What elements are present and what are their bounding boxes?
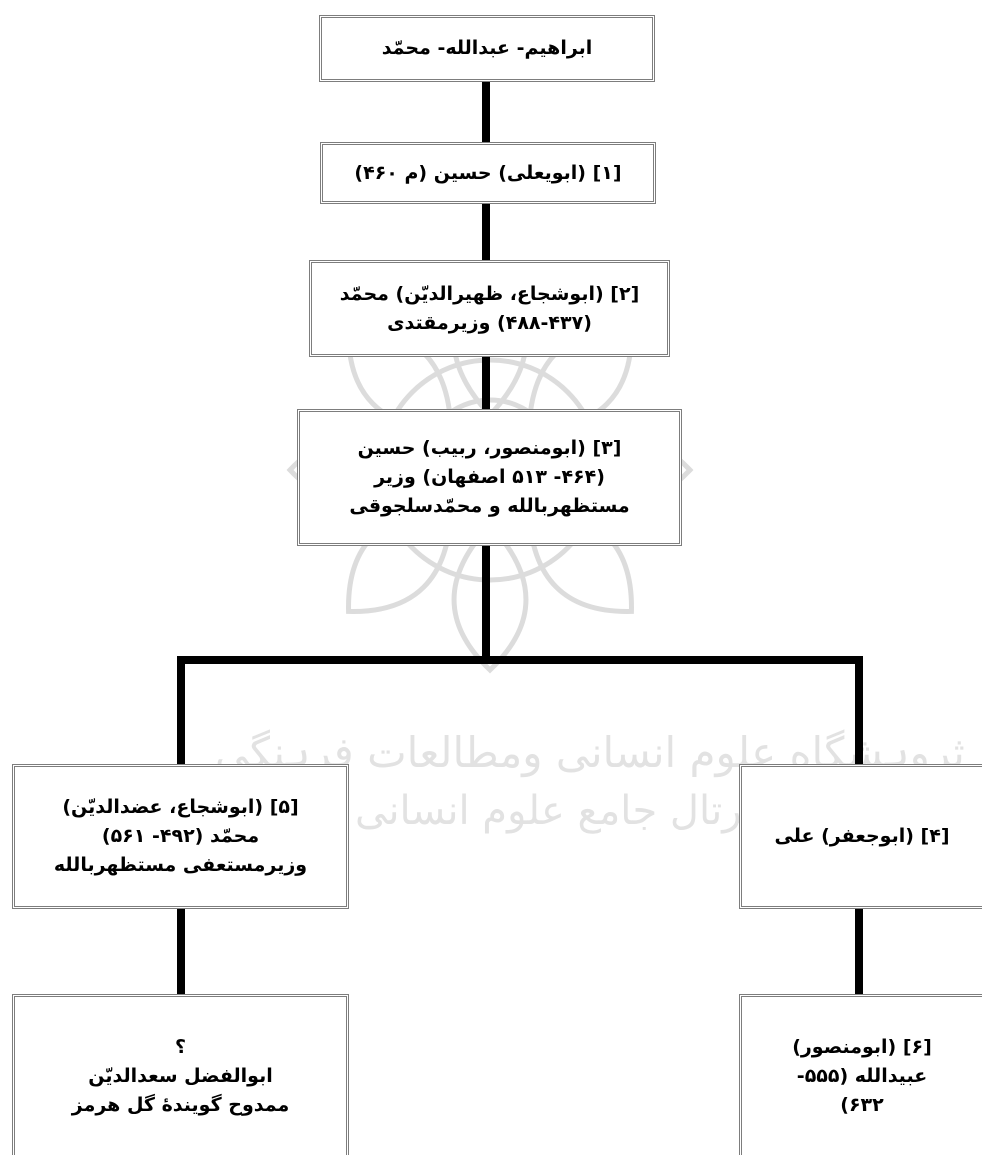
node-2-line-2: (۴۸۸-۴۳۷) وزیرمقتدی — [387, 311, 592, 334]
node-6-line-2: عبیدالله (۵۵۵- — [796, 1064, 928, 1087]
connector-n1-n2 — [482, 202, 490, 262]
node-6: [۶] (ابومنصور) عبیدالله (۵۵۵- ۶۳۲) — [739, 994, 982, 1155]
connector-n3-branch — [482, 544, 490, 660]
connector-root-n1 — [482, 80, 490, 144]
node-root-line-1: ابراهیم- عبدالله- محمّد — [381, 37, 593, 59]
node-1-line-1: [۱] (ابویعلی) حسین (م ۴۶۰) — [354, 161, 622, 184]
connector-branch-horizontal — [177, 656, 863, 664]
node-3-line-2: (۴۶۴- ۵۱۳ اصفهان) وزیر — [374, 466, 605, 488]
node-2: [۲] (ابوشجاع، ظهیرالدیّن) محمّد (۴۸۸-۴۳۷… — [309, 260, 670, 357]
node-3-line-3: مستظهربالله و محمّدسلجوقی — [349, 495, 630, 517]
emblem-petal — [451, 523, 529, 674]
watermark-text-2: پرتال جامع علوم انسانی — [355, 788, 756, 834]
node-3-line-1: [۳] (ابومنصور، ربیب) حسین — [357, 437, 622, 459]
node-5-line-2: محمّد (۴۹۲- ۵۶۱) — [101, 825, 260, 847]
node-5-line-3: وزیرمستعفی مستظهربالله — [53, 854, 308, 876]
connector-n4-n6 — [855, 907, 863, 996]
node-6-line-1: [۶] (ابومنصور) — [792, 1035, 932, 1058]
connector-branch-left — [177, 656, 185, 766]
node-3: [۳] (ابومنصور، ربیب) حسین (۴۶۴- ۵۱۳ اصفه… — [297, 409, 682, 546]
node-1: [۱] (ابویعلی) حسین (م ۴۶۰) — [320, 142, 656, 204]
connector-branch-right — [855, 656, 863, 766]
node-4: [۴] (ابوجعفر) علی — [739, 764, 982, 909]
node-7-line-2: ابوالفضل سعدالدیّن — [88, 1064, 273, 1087]
node-5: [۵] (ابوشجاع، عضدالدیّن) محمّد (۴۹۲- ۵۶۱… — [12, 764, 349, 909]
node-2-line-1: [۲] (ابوشجاع، ظهیرالدیّن) محمّد — [339, 282, 640, 305]
node-5-line-1: [۵] (ابوشجاع، عضدالدیّن) — [62, 796, 299, 818]
node-4-line-1: [۴] (ابوجعفر) علی — [774, 825, 950, 847]
node-7-line-3: ممدوح گویندۀ گل هرمز — [71, 1093, 290, 1116]
node-7: ؟ ابوالفضل سعدالدیّن ممدوح گویندۀ گل هرم… — [12, 994, 349, 1155]
connector-n2-n3 — [482, 357, 490, 411]
node-7-line-1: ؟ — [174, 1035, 187, 1058]
node-root: ابراهیم- عبدالله- محمّد — [319, 15, 655, 82]
node-6-line-3: ۶۳۲) — [840, 1093, 884, 1116]
connector-n5-n7 — [177, 907, 185, 996]
